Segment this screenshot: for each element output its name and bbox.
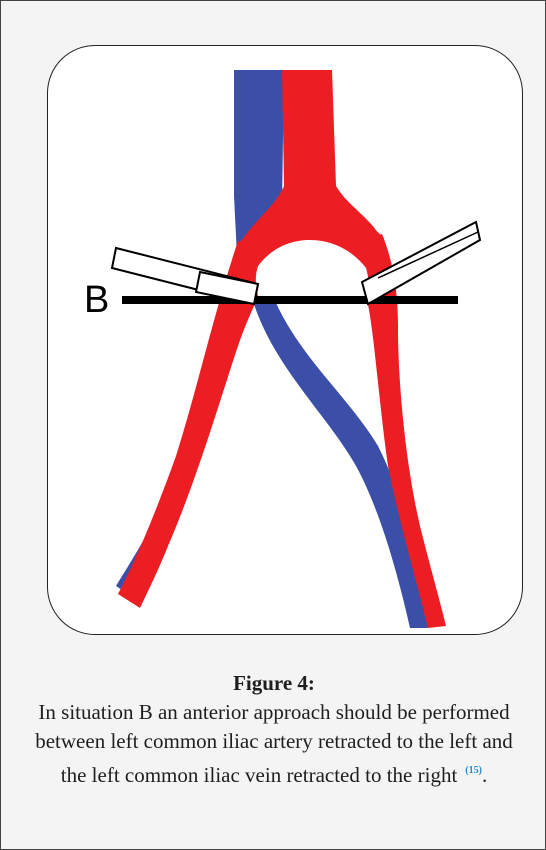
figure-caption: Figure 4: In situation B an anterior app… [31,669,517,790]
right-retractor-band [378,232,478,278]
line-b [122,296,458,304]
label-b: B [84,279,109,321]
reference-link[interactable]: (15) [465,765,482,776]
figure-image-frame: B [47,45,523,635]
caption-text: In situation B an anterior approach shou… [35,700,513,787]
iliac-vessels-diagram: B [48,46,522,634]
caption-period: . [482,763,487,787]
caption-title: Figure 4: [31,669,517,698]
caption-body: In situation B an anterior approach shou… [31,698,517,790]
